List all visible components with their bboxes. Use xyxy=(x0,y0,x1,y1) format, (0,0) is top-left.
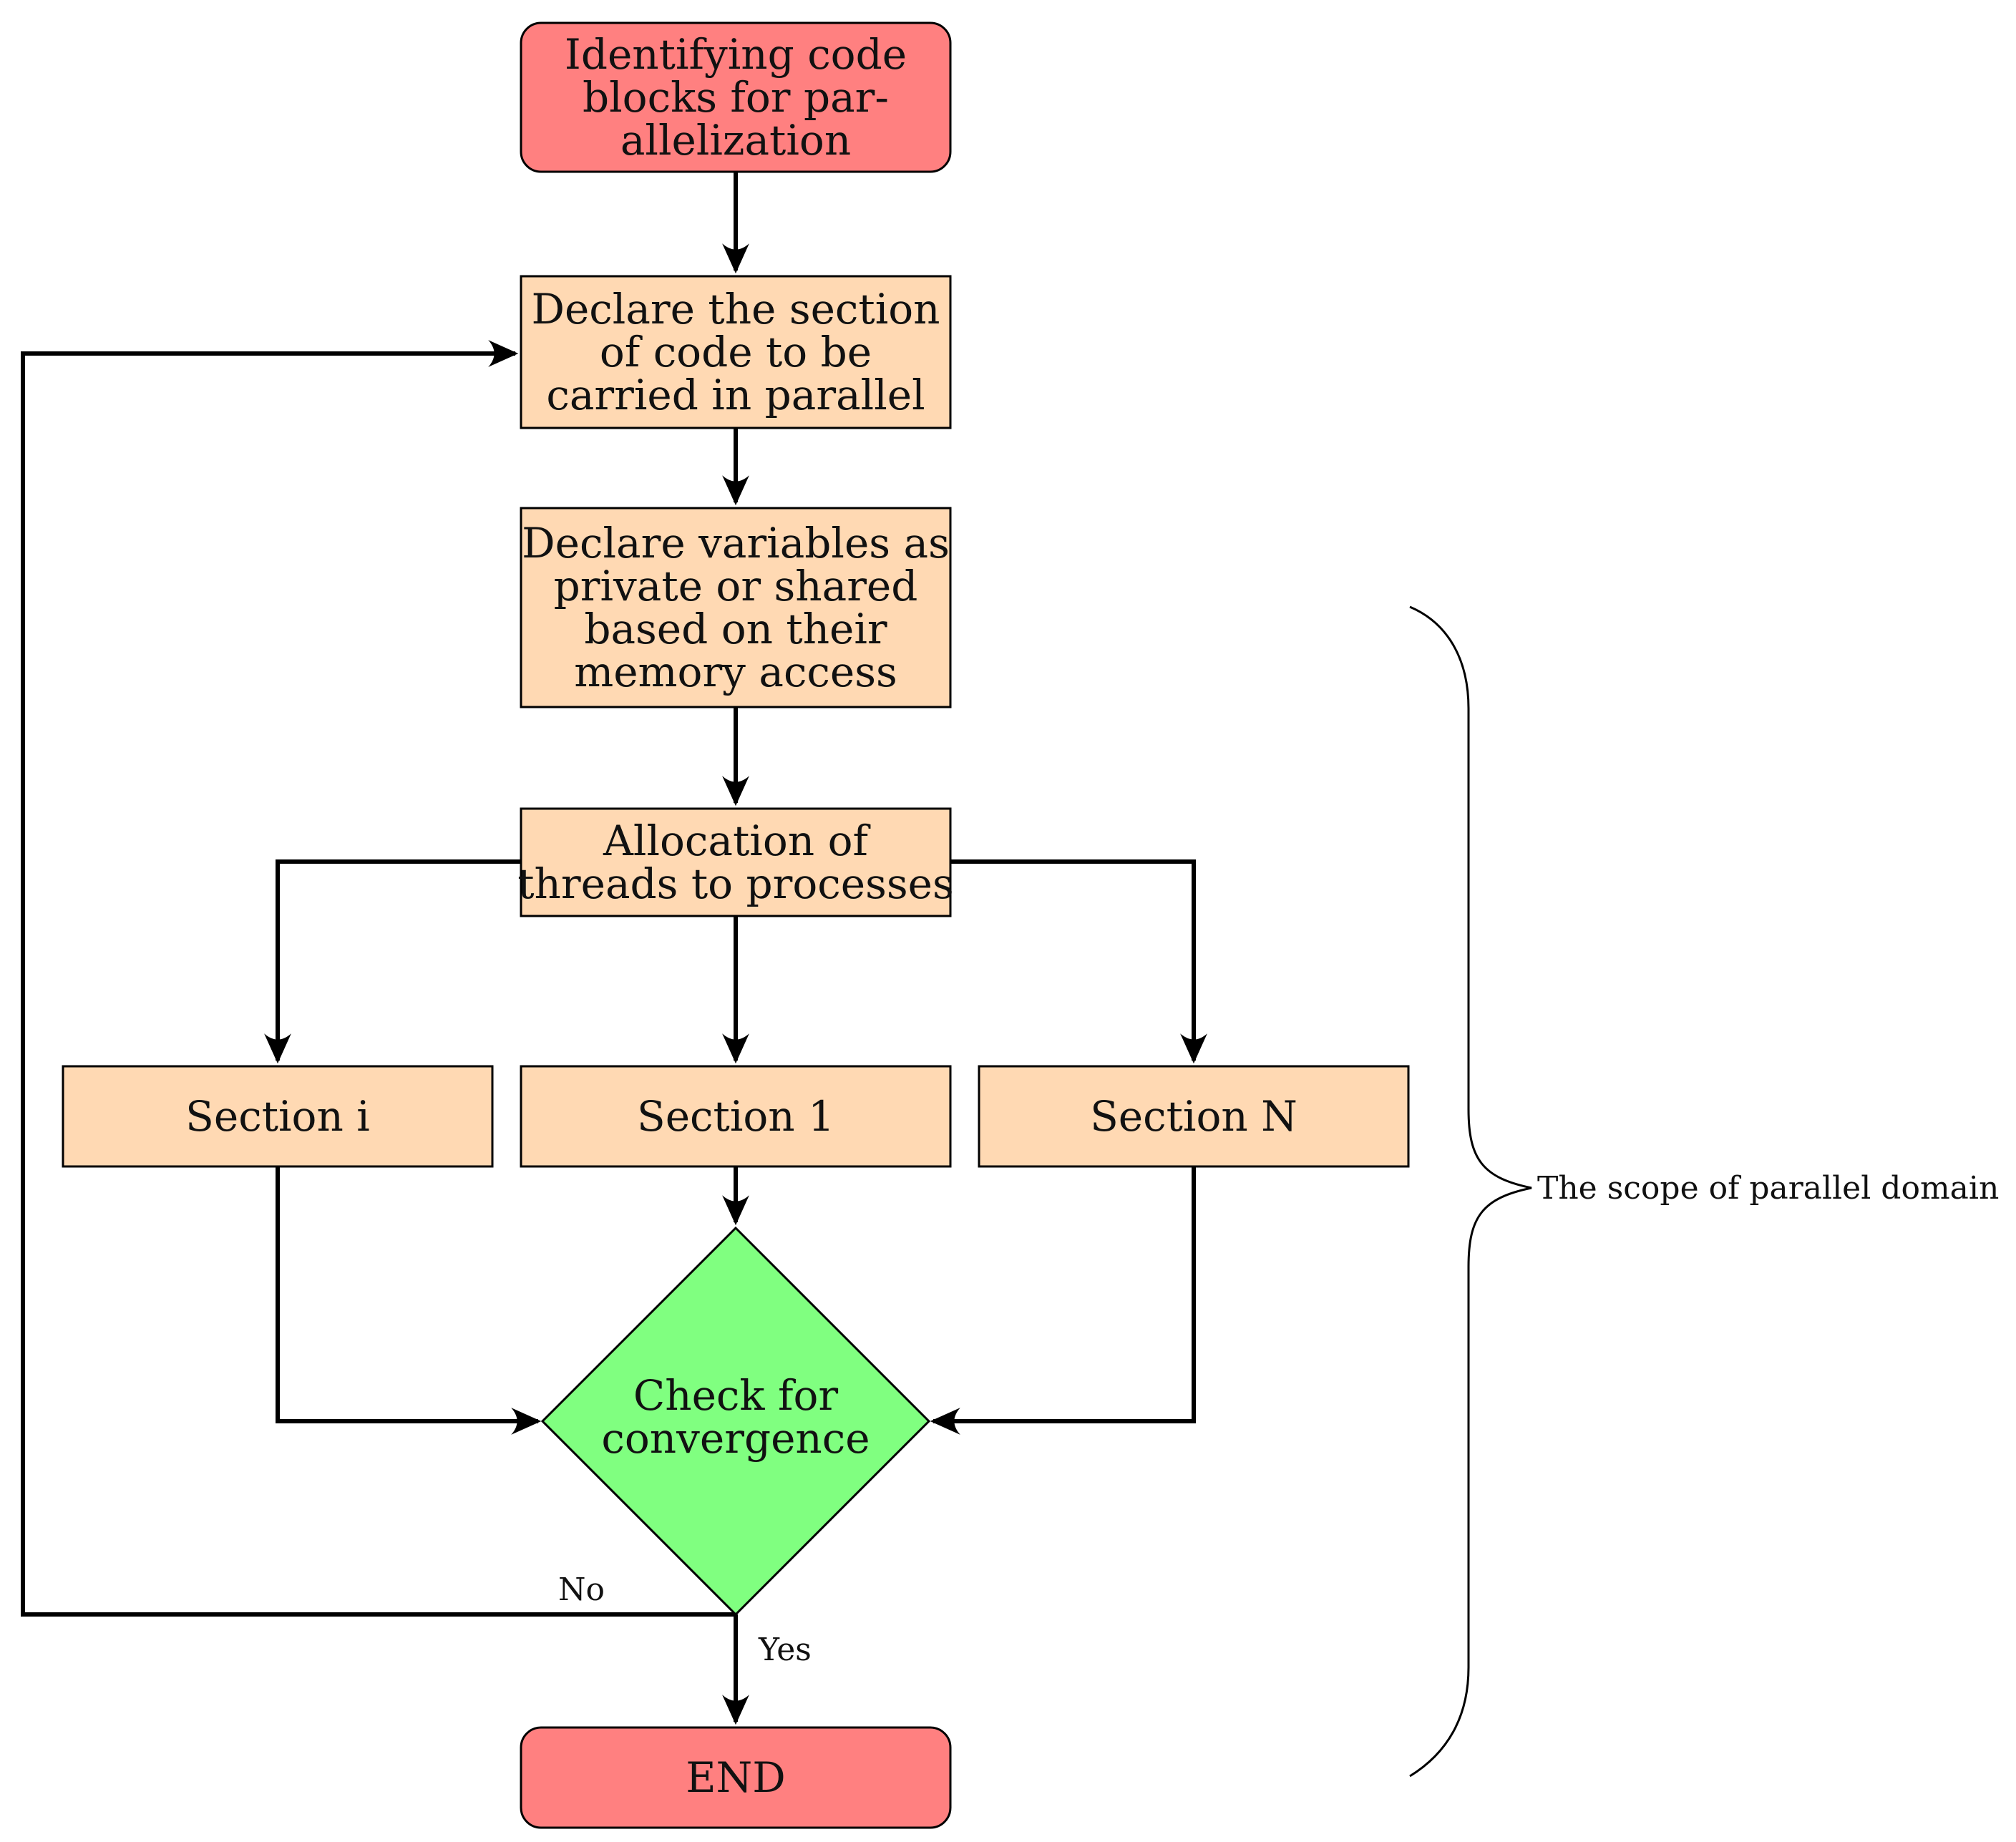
edges xyxy=(21,172,1207,1725)
node-section-n: Section N xyxy=(978,1065,1410,1168)
brace-label: The scope of parallel domain xyxy=(1537,1170,1999,1207)
edge-allocation-to-section-i xyxy=(264,859,521,1064)
label-line: threads to processes xyxy=(517,859,953,908)
section-1-label: Section 1 xyxy=(637,1092,834,1141)
edge-label-no: No xyxy=(558,1571,605,1608)
label-line: blocks for par- xyxy=(583,73,889,122)
label-line: carried in parallel xyxy=(546,371,925,419)
label-line: Allocation of xyxy=(603,817,870,865)
end-shape xyxy=(520,1726,952,1829)
node-end: END xyxy=(520,1726,952,1829)
section-i-label: Section i xyxy=(185,1092,370,1141)
label-line: private or shared xyxy=(554,562,918,610)
label-line: END xyxy=(686,1753,786,1802)
edge-allocation-to-section-n xyxy=(950,859,1207,1064)
brace-shape xyxy=(1409,605,1532,1778)
parallel-scope-brace: The scope of parallel domain xyxy=(1409,605,1999,1778)
label-line: Check for xyxy=(633,1371,839,1420)
label-line: Section i xyxy=(185,1092,370,1141)
section-n-shape xyxy=(978,1065,1410,1168)
edge-section-n-to-check xyxy=(930,1166,1196,1435)
section-n-label: Section N xyxy=(1090,1092,1297,1141)
edge-label-yes: Yes xyxy=(758,1632,812,1668)
allocation-shape xyxy=(520,807,952,917)
label-line: of code to be xyxy=(600,328,872,376)
label-line: allelization xyxy=(620,116,851,165)
label-line: Section N xyxy=(1090,1092,1297,1141)
start-shape xyxy=(520,21,952,173)
declare-vars-shape xyxy=(520,507,952,708)
label-line: Declare variables as xyxy=(522,519,950,567)
edge-check-no-loop xyxy=(21,340,736,1617)
label-line: memory access xyxy=(574,648,897,696)
label-line: Declare the section xyxy=(531,285,940,333)
section-1-shape xyxy=(520,1065,952,1168)
check-shape xyxy=(540,1226,931,1617)
node-section-1: Section 1 xyxy=(520,1065,952,1168)
edge-section-i-to-check xyxy=(276,1166,542,1435)
section-i-shape xyxy=(62,1065,494,1168)
label-line: convergence xyxy=(601,1414,870,1463)
label-line: based on their xyxy=(584,605,887,653)
node-section-i: Section i xyxy=(62,1065,494,1168)
end-label: END xyxy=(686,1753,786,1802)
declare-section-shape xyxy=(520,275,952,429)
label-line: Section 1 xyxy=(637,1092,834,1141)
label-line: Identifying code xyxy=(565,30,907,79)
